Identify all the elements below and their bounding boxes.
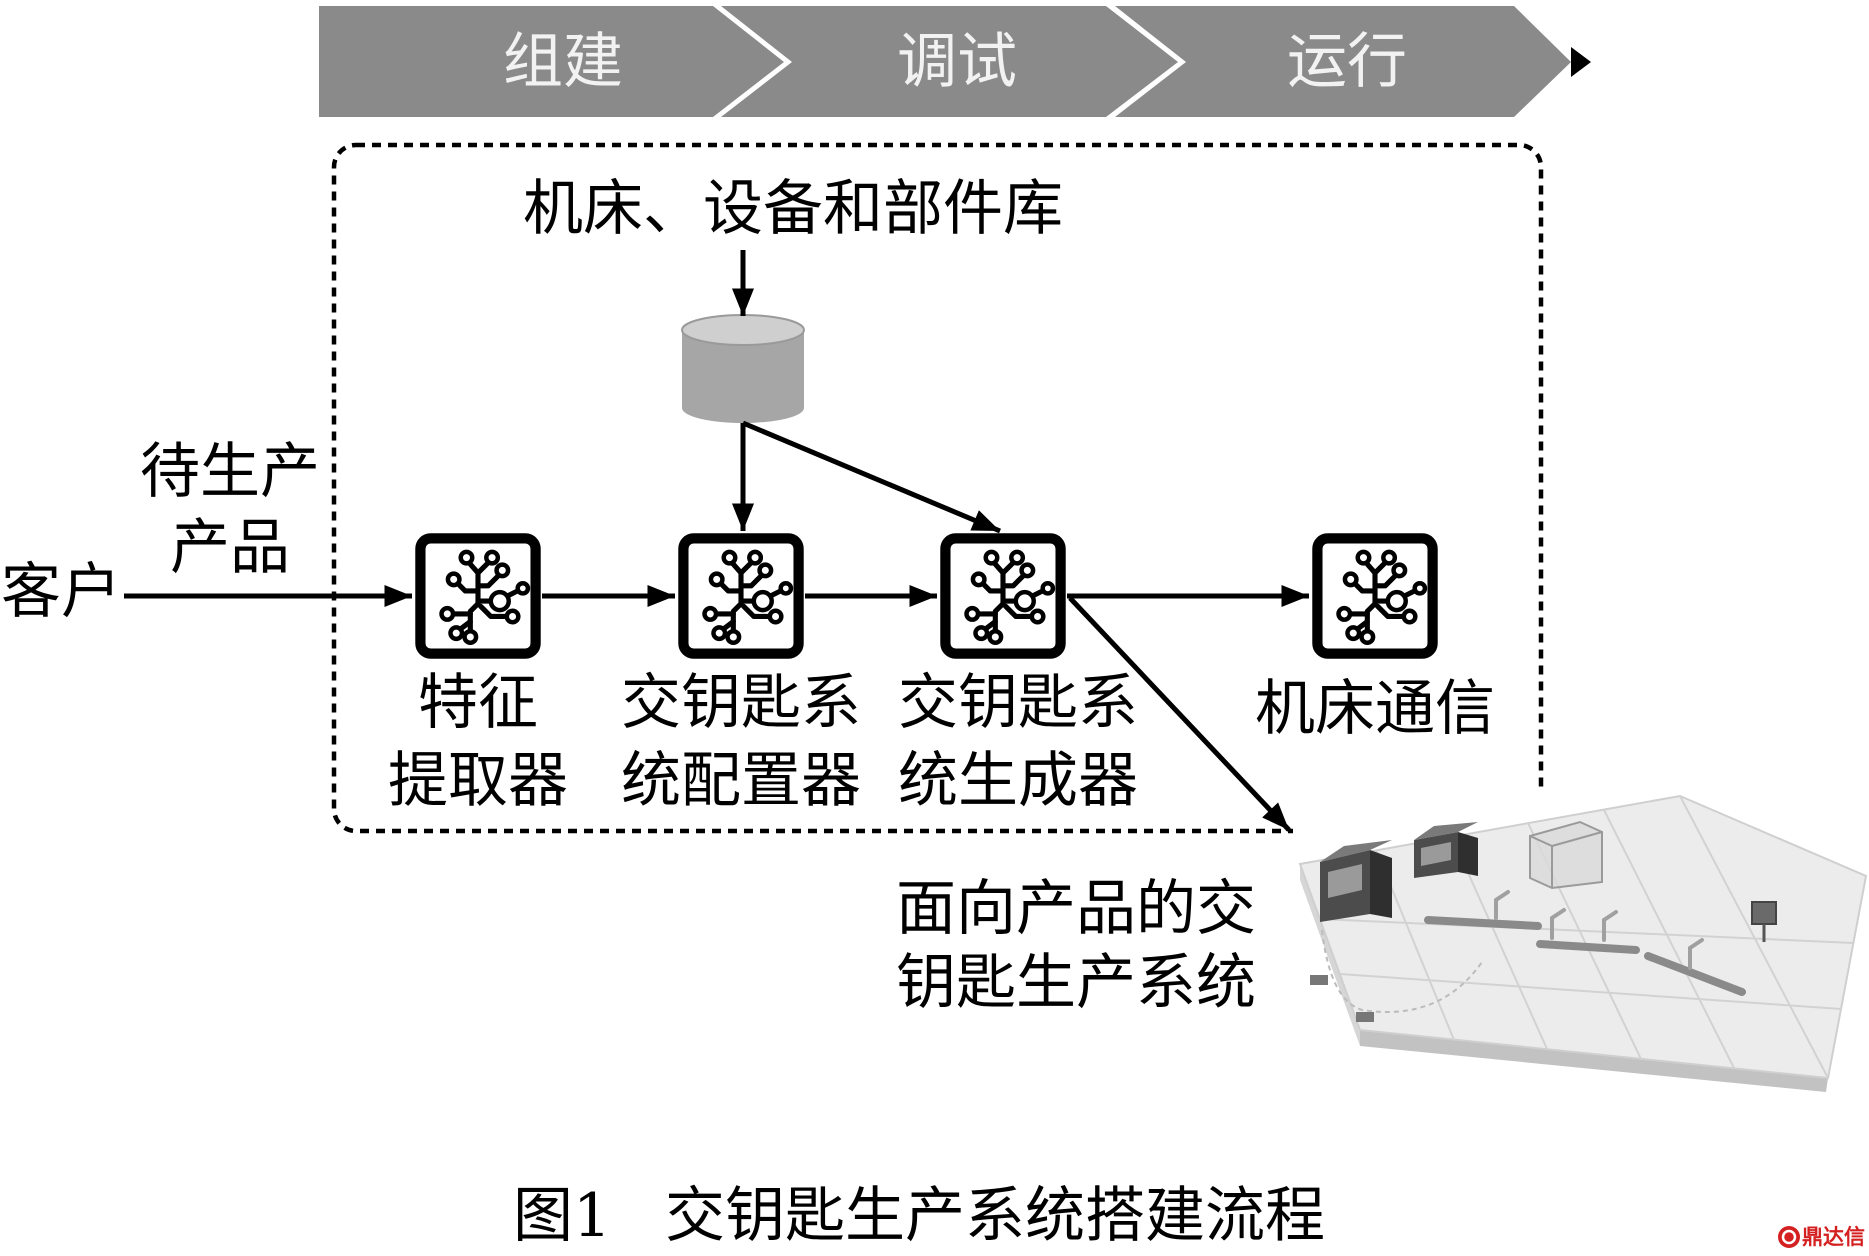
stage-label-run: 运行 xyxy=(1287,27,1407,97)
logo-ring xyxy=(1781,1229,1797,1245)
product-label-line2: 产品 xyxy=(170,513,290,583)
figure-title: 交钥匙生产系统搭建流程 xyxy=(665,1181,1325,1251)
module-label-extractor-line1: 特征 xyxy=(418,668,538,738)
factory-floor-side xyxy=(1300,864,1360,1046)
machine-window xyxy=(1421,842,1451,866)
circuit-icon xyxy=(945,538,1060,653)
system-boundary xyxy=(331,142,1544,834)
floor-grid-line xyxy=(1339,973,1842,1010)
machine-side xyxy=(1370,850,1392,918)
circuit-icon xyxy=(1317,538,1432,653)
machine-top xyxy=(1414,822,1478,840)
library-label: 机床、设备和部件库 xyxy=(523,174,1063,244)
stage-label-debug: 调试 xyxy=(897,27,1017,97)
floor-grid-line xyxy=(1679,795,1829,1079)
product-label-line1: 待生产 xyxy=(140,437,320,507)
logo-circle xyxy=(1778,1226,1800,1248)
machine-window xyxy=(1328,864,1362,898)
monitor-stand xyxy=(1751,901,1777,942)
enclosure-frame xyxy=(1529,835,1553,847)
database-body xyxy=(682,330,804,423)
logo-icon xyxy=(1778,1226,1800,1248)
circuit-icon xyxy=(683,538,798,653)
machine-side xyxy=(1458,832,1478,876)
figure-number: 图1 xyxy=(513,1181,612,1251)
conveyor xyxy=(1424,916,1542,930)
machine-top xyxy=(1320,840,1392,862)
customer-label: 客户 xyxy=(1,557,121,627)
stage-chevron-run xyxy=(1115,6,1571,117)
agv-cart xyxy=(1310,975,1328,985)
arrow-generator-to-production-system xyxy=(1068,596,1291,832)
stage-label-build: 组建 xyxy=(503,27,623,97)
conveyor xyxy=(1644,952,1746,996)
agv-cart xyxy=(1356,1012,1374,1022)
module-label-generator-line1: 交钥匙系 xyxy=(898,668,1138,738)
banner-arrow-tip xyxy=(1571,47,1591,77)
process-banner xyxy=(319,6,1591,117)
robot-arm xyxy=(1688,938,1704,970)
robot-arm xyxy=(1602,910,1618,942)
agv-path xyxy=(1321,929,1483,1013)
stage-chevron-debug xyxy=(721,6,1178,117)
module-box-machine-communication xyxy=(1317,538,1432,653)
database-top xyxy=(681,314,805,346)
module-label-communication: 机床通信 xyxy=(1255,674,1495,744)
production-line-illustration xyxy=(1298,794,1868,1092)
conveyor xyxy=(1536,940,1640,954)
watermark-text: 鼎达信 xyxy=(1802,1225,1865,1249)
stage-chevron-build xyxy=(319,6,784,117)
robot-arm xyxy=(1494,890,1510,920)
floor-grid-line xyxy=(1603,809,1735,1069)
module-box-feature-extractor xyxy=(420,538,535,653)
monitor-screen xyxy=(1751,901,1777,925)
database-icon xyxy=(681,314,805,423)
circuit-icon xyxy=(420,538,535,653)
module-box-system-configurator xyxy=(683,538,798,653)
module-label-extractor-line2: 提取器 xyxy=(388,746,568,816)
machine-tool xyxy=(1414,822,1478,878)
module-label-configurator-line1: 交钥匙系 xyxy=(621,668,861,738)
module-box-system-generator xyxy=(945,538,1060,653)
machine-tool xyxy=(1320,840,1392,922)
enclosure-body xyxy=(1529,820,1603,890)
output-label-line2: 钥匙生产系统 xyxy=(896,948,1256,1018)
output-label-line1: 面向产品的交 xyxy=(896,874,1256,944)
module-label-configurator-line2: 统配置器 xyxy=(621,746,861,816)
module-label-generator-line2: 统生成器 xyxy=(898,746,1138,816)
arrow-database-to-generator xyxy=(742,420,1001,534)
robot-cell-enclosure xyxy=(1529,820,1603,890)
factory-floor-edge xyxy=(1360,1030,1828,1092)
robot-arm xyxy=(1550,908,1566,940)
enclosure-frame xyxy=(1551,831,1603,847)
